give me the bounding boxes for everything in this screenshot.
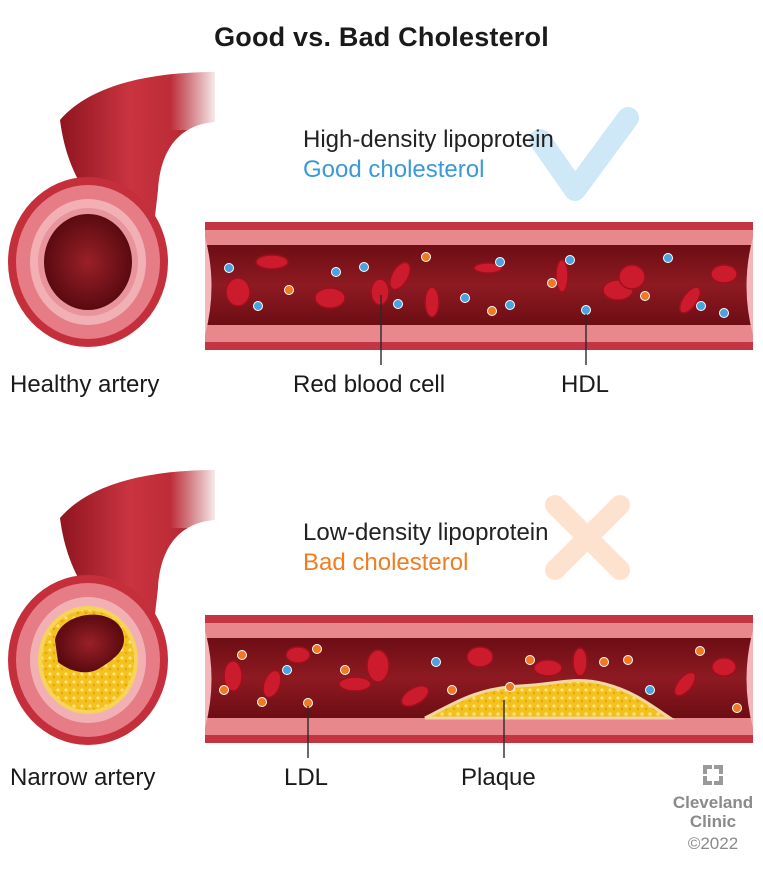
hdl-particle [696, 301, 706, 311]
ldl-particle [219, 685, 229, 695]
hdl-particle [460, 293, 470, 303]
red-blood-cell [400, 685, 430, 707]
ldl-particle [623, 655, 633, 665]
ldl-particle [312, 644, 322, 654]
ldl-particle [732, 703, 742, 713]
ldl-particles-bottom [219, 644, 742, 713]
narrow-artery-label: Narrow artery [10, 764, 156, 791]
credit-line2: Clinic [689, 812, 737, 831]
healthy-artery-label: Healthy artery [10, 371, 160, 398]
hdl-particle [505, 300, 515, 310]
ldl-particle [599, 657, 609, 667]
red-blood-cell [618, 264, 646, 290]
red-blood-cell [338, 676, 372, 692]
red-blood-cell [285, 646, 311, 664]
red-blood-cell [370, 278, 390, 306]
bad-cholesterol-label: Bad cholesterol [303, 549, 469, 576]
hdl-particle [359, 262, 369, 272]
red-blood-cell [262, 669, 282, 699]
ldl-particle [640, 291, 650, 301]
ldl-heading: Low-density lipoprotein [303, 519, 549, 546]
ldl-particle [257, 697, 267, 707]
narrow-artery-illustration [8, 468, 220, 745]
hdl-label: HDL [561, 371, 610, 398]
red-blood-cell [555, 259, 569, 293]
hdl-particles-bottom [282, 657, 655, 695]
red-blood-cells-bottom [223, 646, 737, 707]
ldl-particle [525, 655, 535, 665]
hdl-particle [719, 308, 729, 318]
red-blood-cell [389, 261, 411, 291]
ldl-particle [447, 685, 457, 695]
ldl-label: LDL [284, 764, 329, 791]
narrow-vessel [205, 615, 753, 743]
red-blood-cell [314, 287, 346, 309]
red-blood-cell [255, 254, 289, 270]
red-blood-cell [424, 286, 440, 318]
cleveland-clinic-cross-icon [703, 765, 723, 785]
plaque-deposit [424, 679, 676, 720]
hdl-particle [282, 665, 292, 675]
red-blood-cell-label: Red blood cell [293, 371, 446, 398]
red-blood-cell [673, 671, 697, 697]
red-blood-cell [678, 286, 702, 314]
red-blood-cell [711, 657, 737, 677]
hdl-particle [581, 305, 591, 315]
checkmark-icon [529, 107, 639, 201]
red-blood-cell [225, 277, 251, 307]
red-blood-cell [223, 660, 243, 692]
hdl-particle [393, 299, 403, 309]
ldl-particle [421, 252, 431, 262]
red-blood-cell [473, 262, 503, 274]
hdl-particle [663, 253, 673, 263]
red-blood-cell [366, 649, 390, 683]
red-blood-cell [710, 264, 738, 284]
credit-line1: Cleveland [672, 793, 754, 812]
red-blood-cell [572, 647, 588, 677]
ldl-particles-top [284, 252, 650, 316]
diagram-title: Good vs. Bad Cholesterol [214, 22, 549, 52]
ldl-particle [237, 650, 247, 660]
good-cholesterol-label: Good cholesterol [303, 156, 485, 183]
plaque-label: Plaque [461, 764, 536, 791]
red-blood-cell [533, 659, 563, 677]
hdl-particle [565, 255, 575, 265]
ldl-particle [487, 306, 497, 316]
hdl-particle [331, 267, 341, 277]
credit-year: ©2022 [687, 834, 739, 853]
ldl-particle [340, 665, 350, 675]
hdl-particle [645, 685, 655, 695]
ldl-particle [695, 646, 705, 656]
ldl-particle [547, 278, 557, 288]
hdl-particle [253, 301, 263, 311]
red-blood-cell [466, 646, 494, 668]
hdl-heading: High-density lipoprotein [303, 126, 554, 153]
x-mark-icon [545, 495, 630, 580]
ldl-particle [284, 285, 294, 295]
healthy-vessel [205, 222, 753, 350]
healthy-artery-illustration [8, 70, 220, 347]
hdl-particle [495, 257, 505, 267]
ldl-particle [505, 682, 515, 692]
hdl-particle [431, 657, 441, 667]
hdl-particles-top [224, 253, 729, 318]
red-blood-cells-top [225, 254, 738, 318]
hdl-particle [224, 263, 234, 273]
